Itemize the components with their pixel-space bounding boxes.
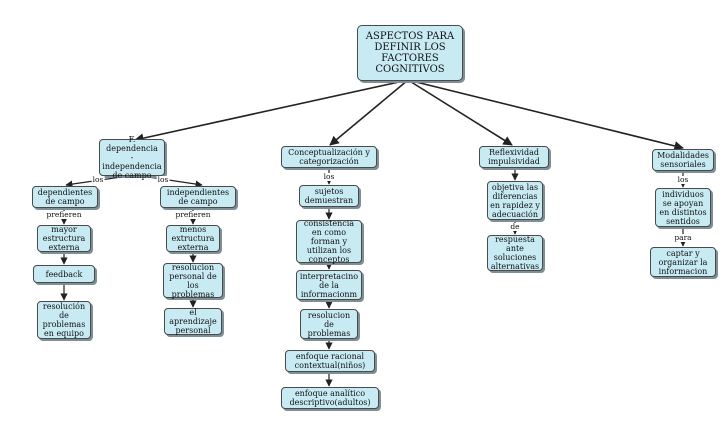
node-menos-estructura: menos extructura externa — [166, 225, 220, 252]
link-label-de: de — [509, 222, 521, 231]
node-feedback: feedback — [33, 265, 95, 283]
link-label-prefieren-1: prefieren — [45, 210, 83, 219]
link-label-los-center: los — [322, 172, 336, 181]
node-enfoque-analitico: enfoque analítico descriptivo(adultos) — [281, 387, 379, 409]
node-interpretacion: interpretacino de la informacionm — [296, 270, 362, 300]
link-label-para: para — [673, 233, 693, 242]
node-respuesta: respuesta ante soluciones alternativas — [487, 235, 543, 271]
node-resolucion-personal: resolucion personal de los problemas — [163, 263, 223, 299]
node-conceptualizacion: Conceptualización y categorización — [281, 146, 377, 168]
node-modalidades: Modalidades sensoriales — [652, 149, 714, 171]
node-root: ASPECTOS PARA DEFINIR LOS FACTORES COGNI… — [357, 25, 463, 81]
node-dependientes: dependientes de campo — [32, 186, 98, 208]
node-mayor-estructura: mayor estructura externa — [37, 225, 91, 252]
edge-root-reflexividad — [407, 79, 513, 146]
node-aprendizaje-personal: el aprendizaje personal — [164, 308, 222, 335]
node-dependencia: F. dependencia - independencia de campo — [99, 135, 165, 180]
link-label-los-far: los — [676, 175, 690, 184]
node-captar: captar y organizar la informacion — [650, 247, 716, 277]
node-resolucion-problemas: resolucion de problemas — [300, 309, 358, 339]
link-label-los-left: los — [91, 175, 105, 184]
edge-root-modalidades — [407, 79, 684, 151]
node-objetiva: objetiva las diferencias en rapidez y ad… — [487, 181, 543, 220]
edge-root-conceptualizacion — [329, 79, 409, 146]
node-resolucion-equipo: resolución de problemas en equipo — [37, 301, 91, 339]
node-sujetos: sujetos demuestran — [299, 185, 359, 207]
link-label-los-right: los — [156, 175, 170, 184]
node-individuos: individuos se apoyan en distintos sentid… — [655, 188, 711, 227]
link-label-prefieren-2: prefieren — [174, 210, 212, 219]
node-enfoque-racional: enfoque racional contextual(niños) — [285, 350, 375, 372]
node-reflexividad: Reflexividad impulsividad — [479, 146, 549, 168]
edge-root-dependencia — [134, 79, 409, 143]
node-consistencia: consistencia en como forman y utilizan l… — [296, 219, 362, 264]
node-independientes: independientes de campo — [160, 186, 236, 208]
